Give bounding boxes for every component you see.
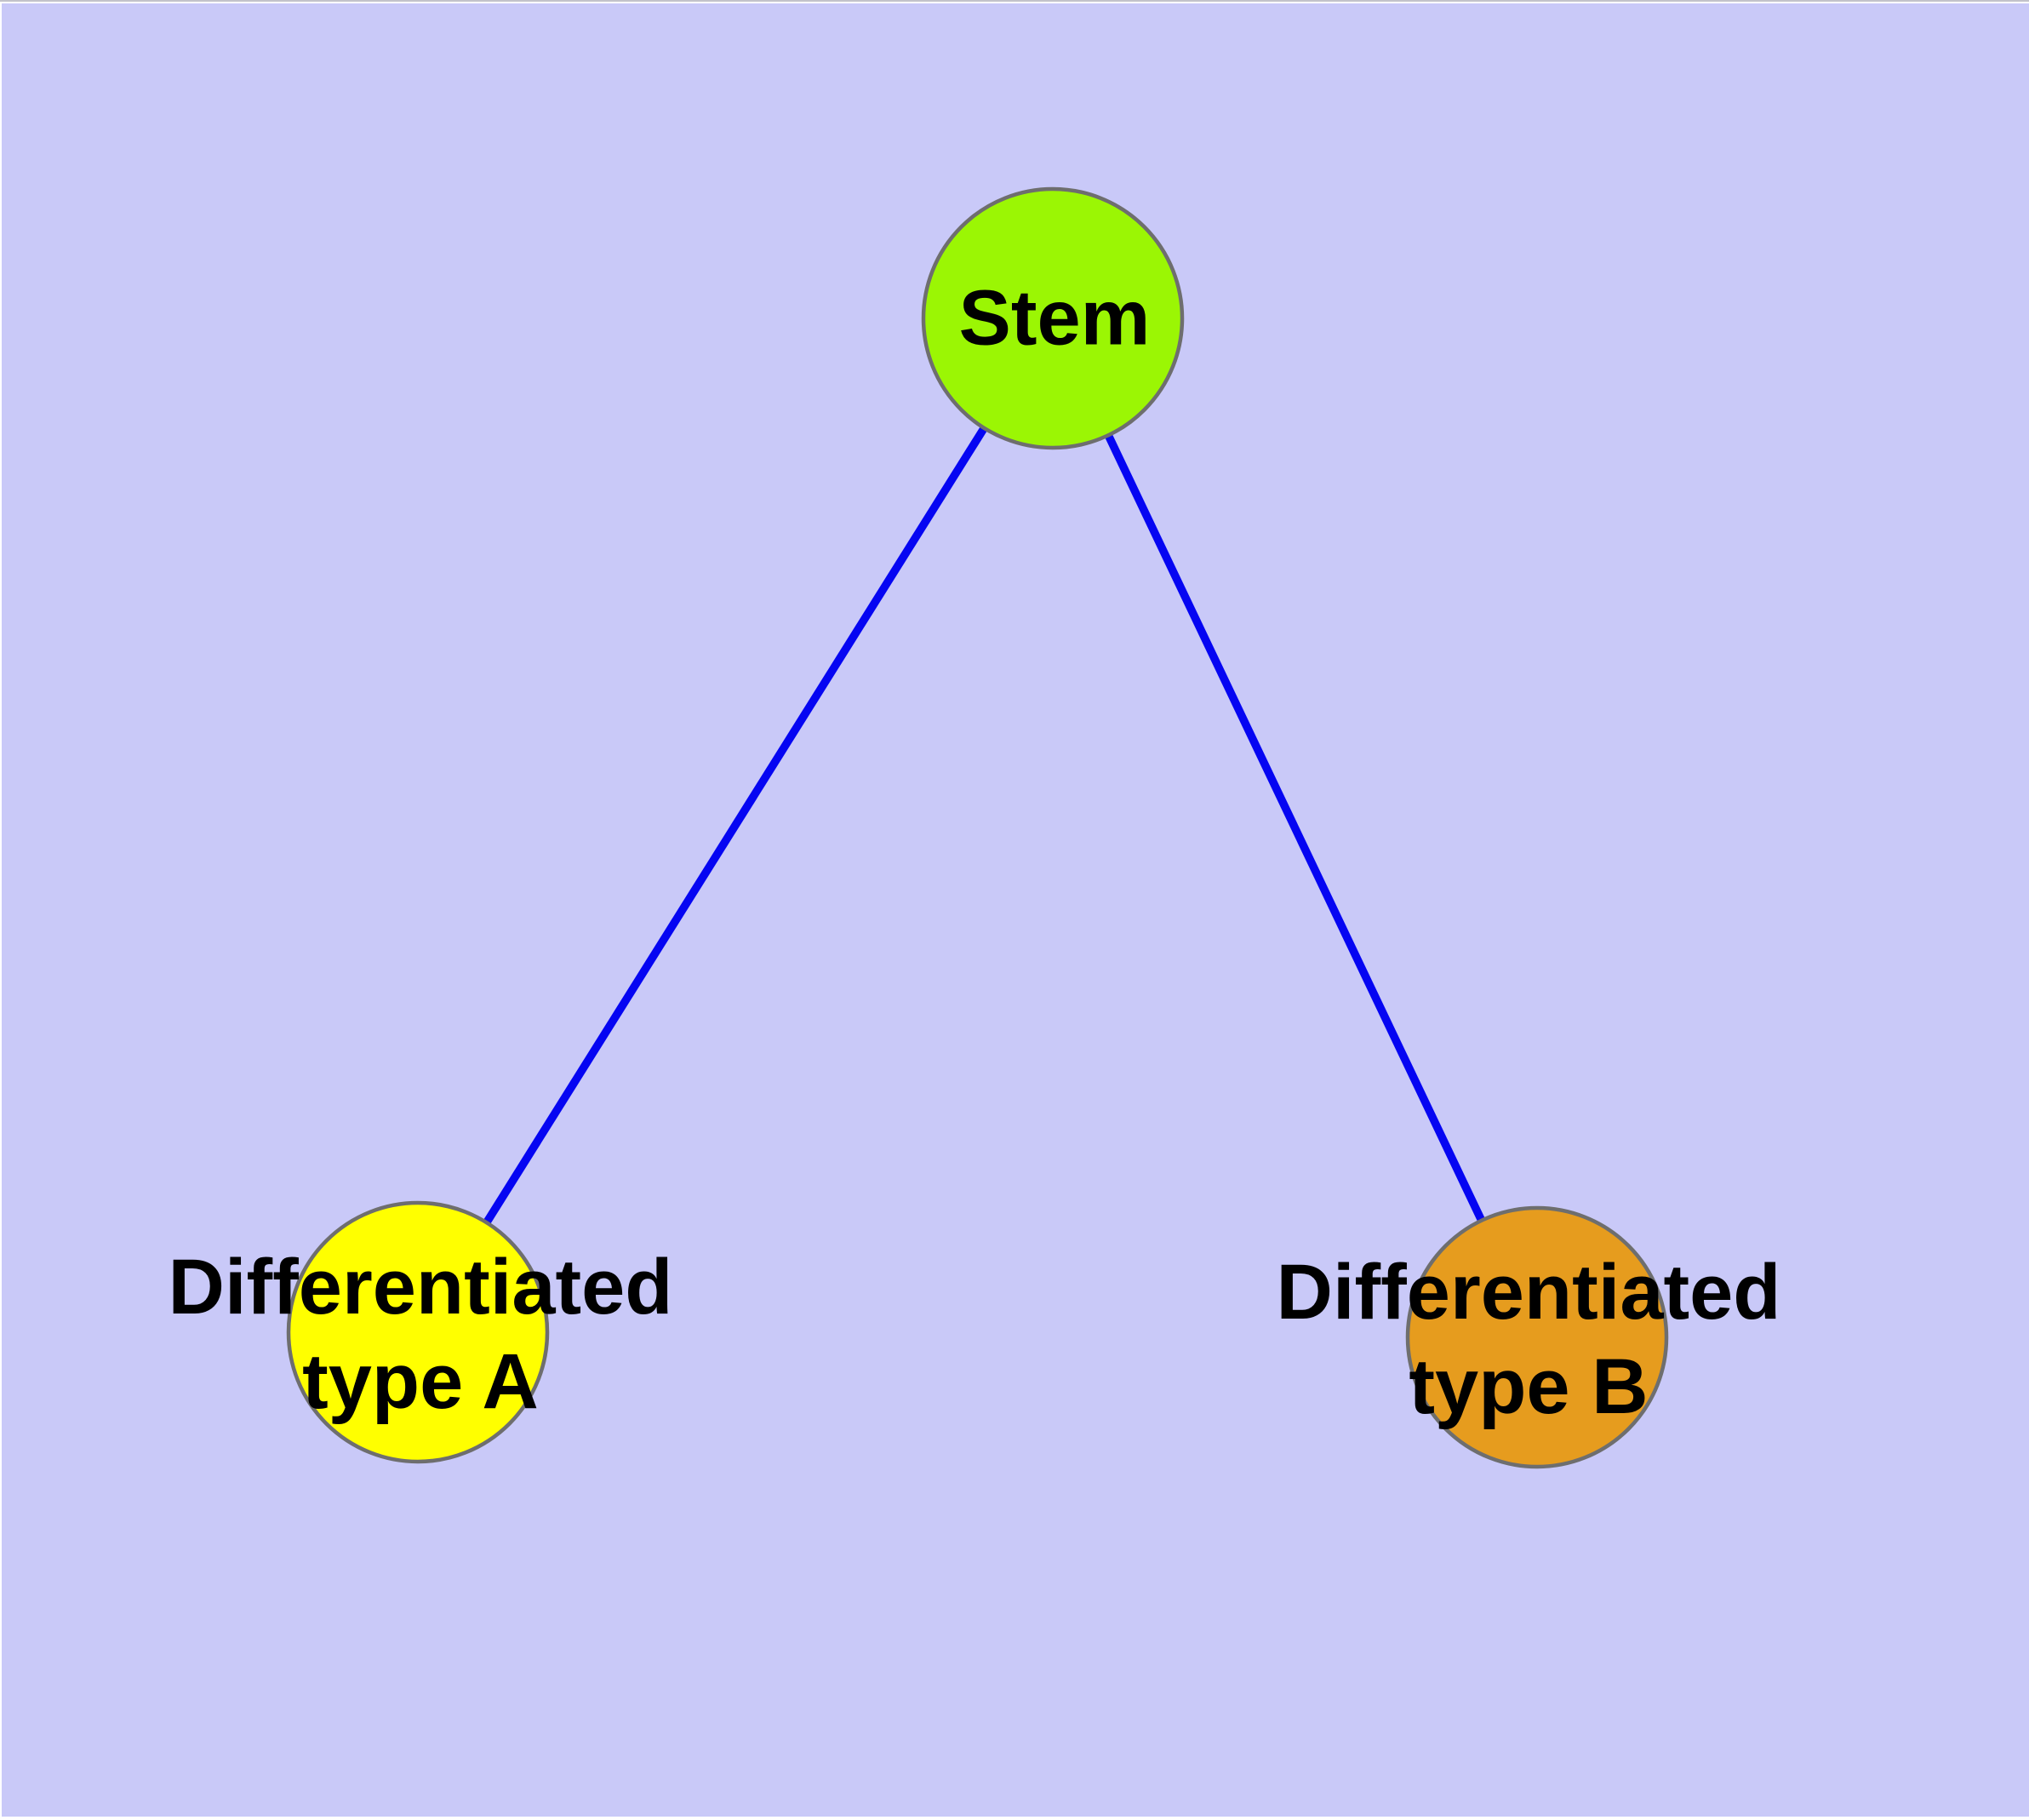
node-differentiated-type-b	[1405, 1205, 1669, 1469]
top-hairline	[0, 0, 2029, 2]
node-stem	[921, 186, 1185, 450]
edge-stem-to-type-b	[1049, 316, 1541, 1340]
edge-stem-to-type-a	[414, 316, 1057, 1335]
node-differentiated-type-a	[286, 1200, 550, 1464]
